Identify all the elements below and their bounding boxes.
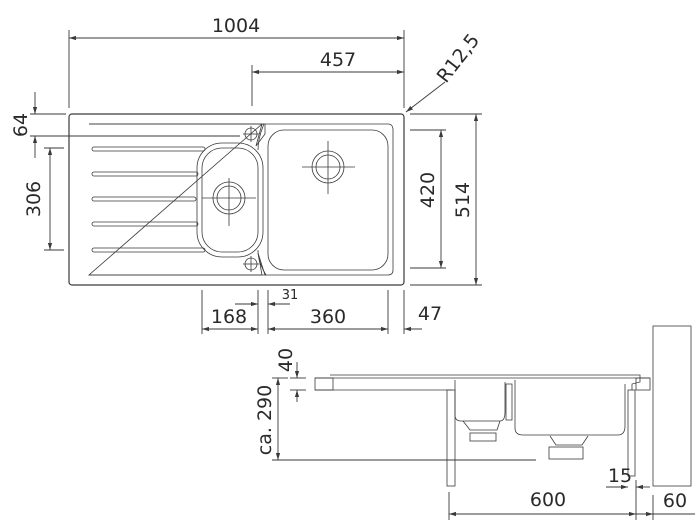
large-bowl [267,129,389,271]
small-drain-icon [202,178,256,226]
dim-31: 31 [268,288,299,307]
dim-457: 457 [251,49,404,106]
dim-label: 168 [211,306,247,328]
dim-290: ca. 290 [254,377,536,461]
cabinet-wall-left [446,389,456,487]
dim-40: 40 [275,348,306,402]
dim-15: 15 [606,465,650,520]
overflow-pipe [505,383,513,421]
countertop-section [314,377,334,391]
dim-label: 457 [320,49,356,71]
dim-label: 360 [310,306,346,328]
dim-radius: R12,5 [405,30,485,113]
dim-label: 420 [417,172,439,208]
small-bowl [201,147,259,253]
dim-label: 40 [275,348,297,372]
dim-label: 15 [608,465,632,487]
dim-label: 600 [530,489,566,511]
dim-64: 64 [10,92,240,158]
cabinet-wall-right [627,389,636,477]
dim-168: 168 [201,290,259,334]
dim-600: 600 [448,489,636,520]
dim-420: 420 [410,129,446,269]
dim-47: 47 [403,290,442,334]
dim-label: 1004 [212,15,260,37]
dim-1004: 1004 [68,15,405,108]
small-drain-fitting [462,420,501,442]
dim-514: 514 [410,113,482,286]
sink-outline [68,113,405,286]
dim-label: 47 [418,303,442,325]
dim-60: 60 [636,490,695,520]
wall-brick [652,325,692,487]
dim-label: 514 [452,182,474,218]
dim-label: ca. 290 [254,385,276,455]
large-drain-fitting [548,435,589,460]
tap-hole-icon [243,126,259,142]
drainer-edge [89,123,267,276]
top-view: 1004 457 R12,5 64 306 420 [10,15,484,334]
large-bowl-profile [514,380,626,436]
sink-rim [330,374,641,390]
dim-360: 360 [267,290,389,334]
dim-label: 60 [663,490,687,512]
dim-label: R12,5 [433,30,485,87]
dim-306: 306 [23,147,64,251]
small-bowl-rim [196,142,264,258]
drainer-grooves [91,146,206,253]
countertop-section [635,377,651,391]
small-bowl-profile [454,380,506,422]
large-drain-icon [302,141,355,194]
side-view: 40 ca. 290 15 600 60 [254,325,695,520]
dim-label: 64 [10,113,32,137]
overflow-hole-icon [243,256,259,272]
dim-label: 306 [23,181,45,217]
dim-label: 31 [282,288,299,303]
